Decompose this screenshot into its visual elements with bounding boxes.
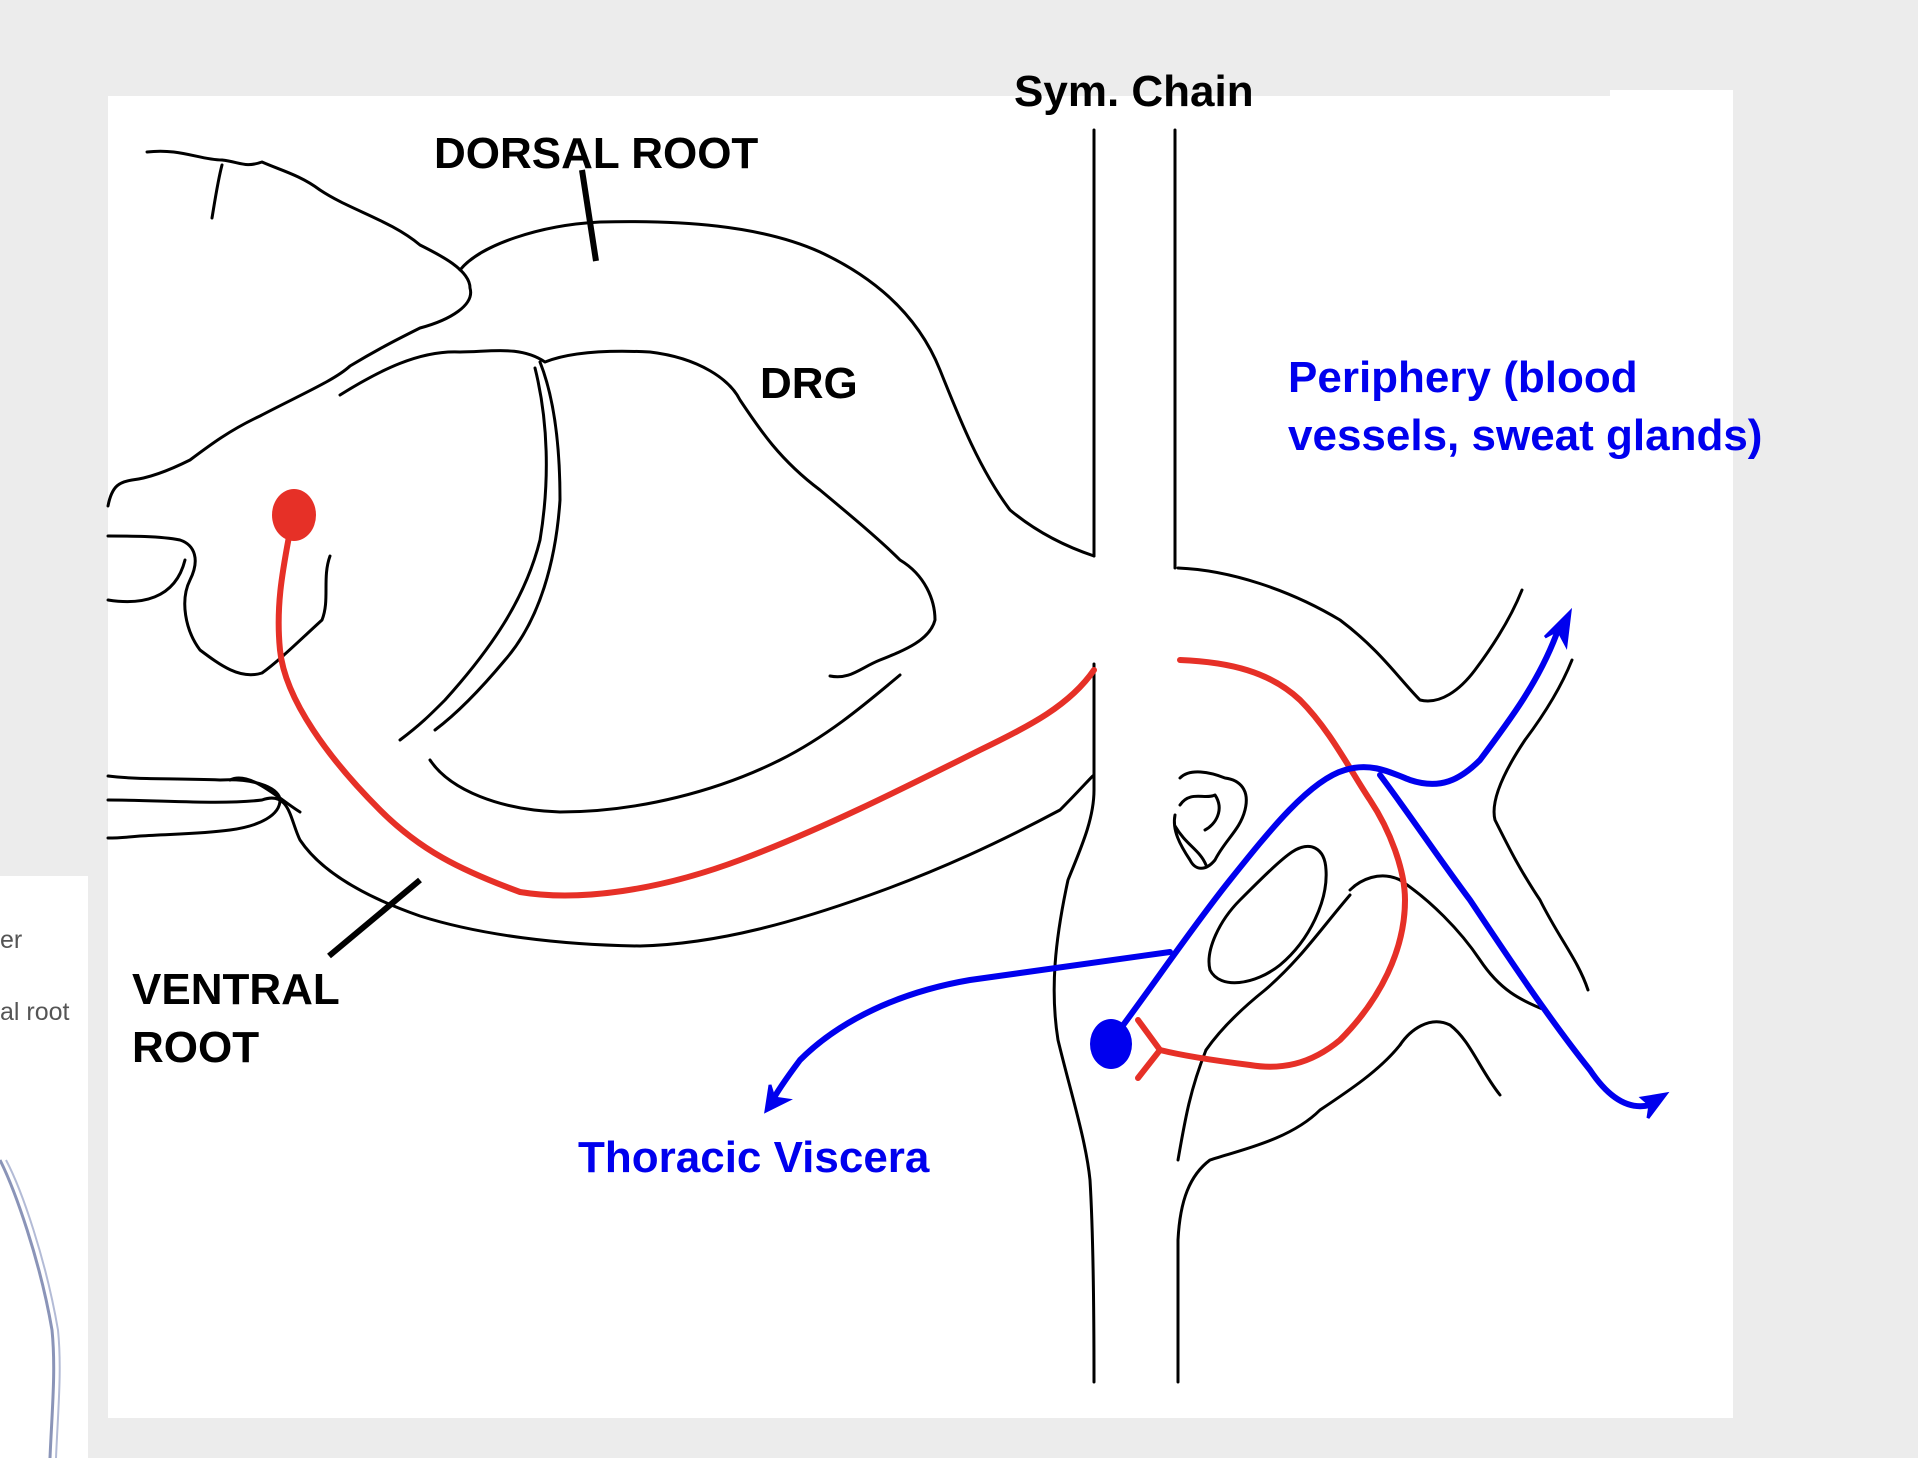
drg-outline <box>338 349 937 679</box>
background-text-1: er <box>0 926 22 954</box>
background-nerve-curve-2 <box>5 1159 61 1458</box>
drg-inner-left-outline <box>433 360 562 732</box>
ventral-root-junction <box>228 776 302 814</box>
preganglionic-axon-to-ganglion <box>1157 657 1408 1070</box>
dorsal-root-leader-line <box>579 169 599 262</box>
ventral-root-label-line2: ROOT <box>132 1023 259 1072</box>
sym-chain-right-mid <box>1173 824 1208 867</box>
periphery-lower-arrowhead <box>1638 1091 1670 1119</box>
preganglionic-neuron <box>275 517 1408 1081</box>
preganglionic-cell-body <box>272 489 316 541</box>
ventral-ramus-outline <box>1204 893 1352 1052</box>
postganglionic-axon-periphery-lower <box>1377 772 1653 1110</box>
postganglionic-axon-periphery-upper <box>1109 627 1561 1043</box>
lower-ramus-outline <box>1398 1020 1502 1097</box>
white-ramus-stub-outline <box>1172 770 1248 870</box>
background-nerve-curve <box>0 1159 56 1458</box>
white-ramus-scribble <box>1178 793 1221 832</box>
grey-matter-middle-outline <box>106 534 332 677</box>
synapse-lower-terminal <box>1135 1047 1163 1081</box>
preganglionic-axon-path <box>275 517 1097 899</box>
thoracic-viscera-label: Thoracic Viscera <box>578 1133 930 1182</box>
drg-label: DRG <box>760 359 858 408</box>
drg-inner-left-outline-2 <box>398 366 548 742</box>
sym-chain-left-lower <box>1052 662 1096 1384</box>
grey-matter-upper-outline <box>106 149 473 508</box>
periphery-label-line1: Periphery (blood <box>1288 353 1638 402</box>
sym-chain-label: Sym. Chain <box>1014 67 1254 116</box>
spinal-nerve-upper-outline <box>1176 566 1524 703</box>
gray-ramus-outline <box>1176 1048 1208 1162</box>
periphery-label-line2: vessels, sweat glands) <box>1288 411 1762 460</box>
central-canal-outline <box>106 558 187 604</box>
postganglionic-neuron <box>767 627 1653 1110</box>
background-text-2: al root <box>0 998 70 1026</box>
peripheral-branch-outline <box>1492 658 1590 992</box>
dorsal-horn-tip <box>210 163 224 220</box>
grey-matter-lower-outline <box>106 774 282 840</box>
anatomy-outline <box>106 128 1590 1384</box>
drg-lower-outline <box>428 673 902 814</box>
ventral-root-leader-line <box>327 877 422 959</box>
background-figure-fragment: er al root <box>0 876 88 1458</box>
postganglionic-cell-body <box>1090 1019 1132 1069</box>
postganglionic-axon-viscera <box>767 949 1173 1108</box>
ganglion-ring-outline <box>1207 845 1328 985</box>
diagram-panel <box>108 90 1733 1418</box>
dorsal-root-upper-outline <box>458 220 1096 558</box>
ventral-root-label-line1: VENTRAL <box>132 965 340 1014</box>
ventral-root-lower-outline <box>106 773 1096 948</box>
periphery-upper-arrowhead <box>1543 607 1573 650</box>
synapse-upper-terminal <box>1135 1017 1163 1053</box>
viscera-arrowhead <box>764 1084 793 1114</box>
peripheral-branch-lower-outline <box>1348 874 1547 1012</box>
background-figure-panel <box>0 876 88 1458</box>
dorsal-root-label: DORSAL ROOT <box>434 129 758 178</box>
sym-chain-right-lower <box>1176 1043 1402 1384</box>
